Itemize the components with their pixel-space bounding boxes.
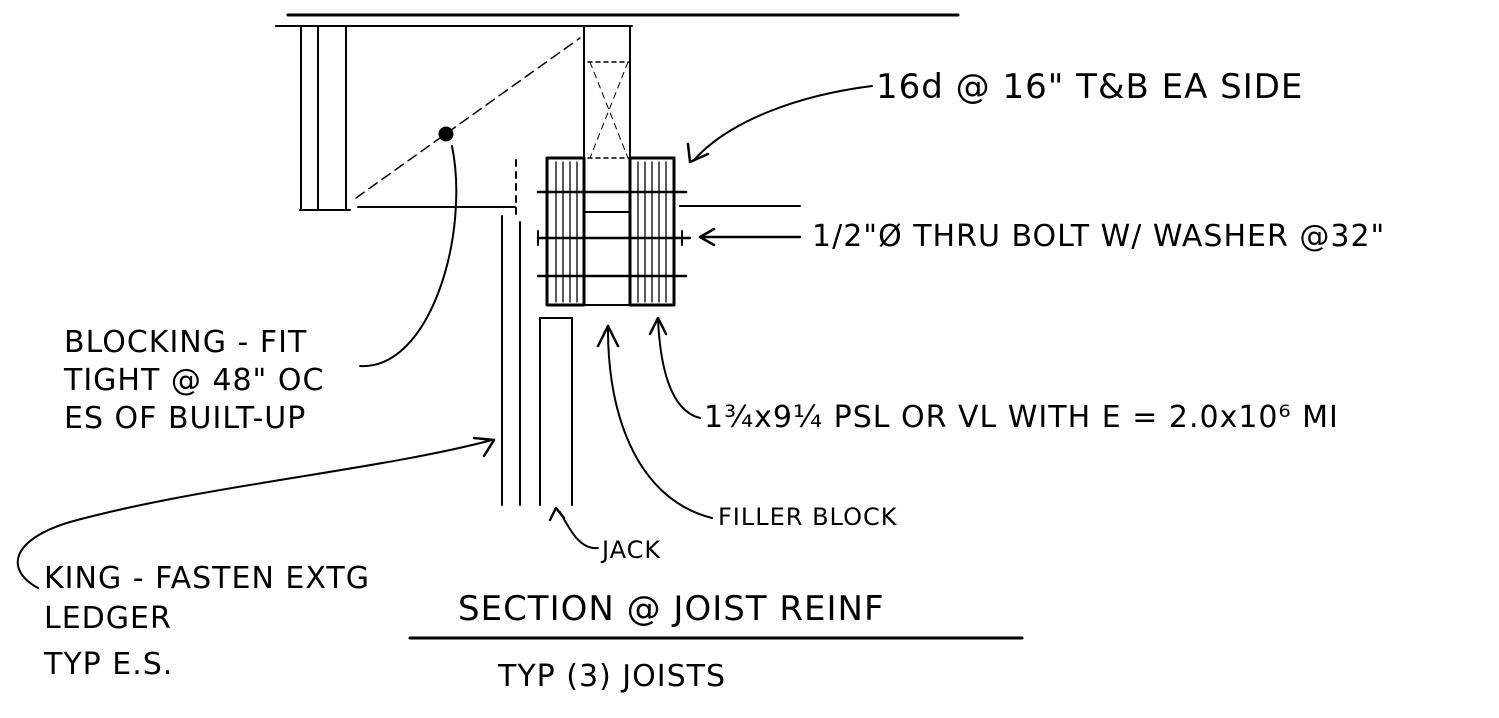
arrow-jack bbox=[548, 506, 566, 522]
psl-left bbox=[545, 156, 586, 307]
leader-blocking bbox=[359, 145, 458, 368]
blocking-note-1: BLOCKING - FIT bbox=[64, 325, 308, 360]
psl-hatching bbox=[555, 161, 667, 303]
leader-king bbox=[16, 439, 493, 589]
psl-note: 1¾x9¼ PSL OR VL WITH E = 2.0x10⁶ MI bbox=[704, 400, 1339, 435]
joist-x-1 bbox=[589, 61, 629, 159]
leader-nailing bbox=[693, 85, 873, 161]
leader-psl bbox=[657, 319, 701, 419]
king-note-3: TYP E.S. bbox=[44, 647, 174, 682]
psl-right bbox=[628, 156, 676, 307]
arrow-bolt bbox=[698, 227, 716, 247]
arrow-psl bbox=[648, 316, 668, 336]
section-title: SECTION @ JOIST REINF bbox=[458, 589, 885, 629]
arrow-filler bbox=[596, 324, 620, 348]
leader-filler bbox=[607, 329, 713, 519]
arrow-nailing bbox=[686, 142, 710, 164]
nailing-note: 16d @ 16" T&B EA SIDE bbox=[876, 67, 1304, 107]
blocking-note-3: ES OF BUILT-UP bbox=[64, 401, 307, 436]
filler-note: FILLER BLOCK bbox=[718, 503, 898, 531]
king-note-1: KING - FASTEN EXTG bbox=[44, 561, 370, 596]
filler-block bbox=[583, 211, 631, 306]
king-note-2: LEDGER bbox=[44, 601, 172, 636]
blocking-diagonal bbox=[355, 37, 581, 199]
blocking-note-2: TIGHT @ 48" OC bbox=[64, 363, 325, 398]
leader-jack bbox=[559, 511, 599, 550]
jack-note: JACK bbox=[602, 536, 662, 564]
arrow-king bbox=[472, 436, 496, 458]
blocking-dot bbox=[438, 126, 454, 142]
section-subtitle: TYP (3) JOISTS bbox=[498, 659, 727, 694]
joist-x-2 bbox=[589, 61, 629, 159]
bolt-note: 1/2"Ø THRU BOLT W/ WASHER @32" bbox=[812, 219, 1386, 254]
